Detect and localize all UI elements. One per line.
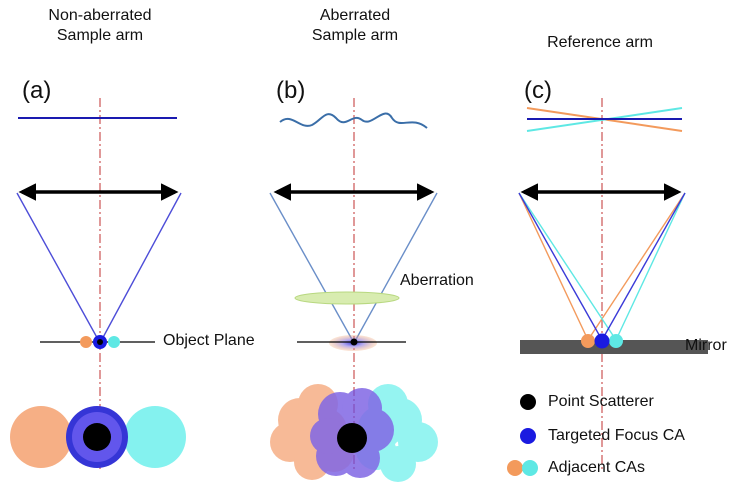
aberrated-wavefront [279, 112, 428, 129]
title-col-a-line1: Non-aberrated [48, 7, 152, 24]
legend-targeted-focus: Targeted Focus CA [548, 427, 685, 444]
ray-blue-left [518, 192, 603, 341]
scatterer-small-a [97, 339, 103, 345]
adjacent-ca-cyan-c [609, 334, 623, 348]
aberration-label: Aberration [400, 272, 474, 289]
legend-adjacent-cyan-marker [522, 460, 538, 476]
panel-letter-b: (b) [276, 77, 306, 104]
mirror-label: Mirror [685, 337, 727, 354]
panel-letter-a: (a) [22, 77, 52, 104]
title-col-a-line2: Sample arm [56, 27, 144, 44]
scatterer-large-b [337, 423, 367, 453]
ray-orange-left [518, 192, 589, 341]
ray-orange-right [587, 192, 686, 341]
adjacent-ca-cyan-small-a [108, 336, 120, 348]
legend-markers [507, 394, 538, 476]
title-col-c: Reference arm [520, 33, 680, 53]
scatterer-small-b [350, 338, 358, 346]
adjacent-ca-orange-c [581, 334, 595, 348]
adjacent-ca-orange-small-a [80, 336, 92, 348]
panel-a [10, 98, 186, 470]
ray-blue-right [601, 192, 686, 341]
legend-focus-marker [520, 428, 536, 444]
legend-point-scatterer: Point Scatterer [548, 393, 654, 410]
adjacent-ca-cyan-large-a [124, 406, 186, 468]
title-col-a: Non-aberrated Sample arm [20, 6, 180, 46]
ray-right-b [353, 192, 438, 344]
ray-right-a [99, 192, 182, 344]
aberration-layer [294, 291, 400, 305]
focus-ca-c [594, 333, 610, 349]
ray-left-b [269, 192, 355, 344]
title-col-b-line2: Sample arm [311, 27, 399, 44]
aberrated-psf-cluster [270, 384, 438, 482]
panel-b [269, 98, 438, 482]
object-plane-label: Object Plane [163, 332, 255, 349]
title-col-c-line1: Reference arm [547, 34, 653, 51]
panel-c [518, 98, 708, 470]
ray-cyan-right [615, 192, 686, 341]
legend-adjacent-cas: Adjacent CAs [548, 459, 645, 476]
panel-letter-c: (c) [524, 77, 552, 104]
legend-adjacent-orange-marker [507, 460, 523, 476]
title-col-b-line1: Aberrated [319, 7, 391, 24]
ray-left-a [16, 192, 101, 344]
ray-cyan-left [518, 192, 617, 341]
legend-scatterer-marker [520, 394, 536, 410]
title-col-b: Aberrated Sample arm [275, 6, 435, 46]
adjacent-ca-orange-large-a [10, 406, 72, 468]
scatterer-large-a [83, 423, 111, 451]
